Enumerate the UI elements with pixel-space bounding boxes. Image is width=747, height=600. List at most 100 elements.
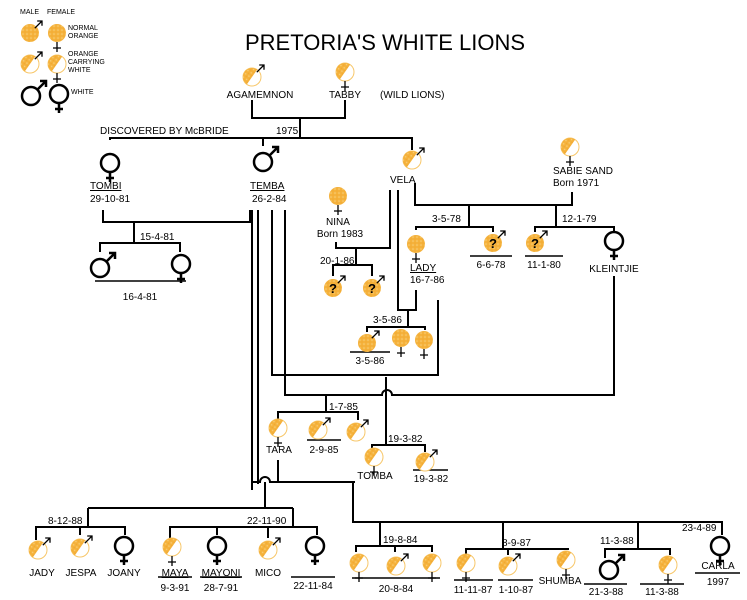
date-tomba-sibling: 19-3-82 [414, 474, 449, 485]
lion-tara-sibling-icon[interactable] [305, 417, 331, 440]
discovered-note: DISCOVERED BY McBRIDE [100, 126, 229, 137]
female-cross-icon [462, 572, 470, 582]
lion-joany-icon[interactable] [113, 535, 135, 565]
male-arrow-icon [42, 537, 51, 546]
lion-cub-icon[interactable] [383, 553, 409, 576]
female-cross-icon [55, 103, 63, 113]
white-coat-circle [206, 535, 228, 557]
lion-cub-icon[interactable] [419, 550, 442, 582]
lion-unknown-icon[interactable]: ? [324, 275, 346, 297]
lion-nina-icon[interactable] [329, 187, 347, 215]
litter-date: 12-1-79 [562, 214, 597, 225]
carrier-orange-half [71, 539, 86, 556]
carrier-orange-half [499, 557, 514, 574]
female-cross-icon [397, 347, 405, 357]
carrier-orange-half [365, 448, 380, 465]
lion-lady-cub-icon[interactable] [358, 330, 380, 352]
female-cross-icon [213, 555, 221, 565]
litter-date: 22-11-90 [247, 516, 287, 527]
litter-date: 8-12-88 [48, 516, 83, 527]
lion-tombi-cub-icon[interactable] [170, 253, 192, 283]
legend-white-label: WHITE [71, 89, 94, 96]
label-tabby: TABBY [329, 90, 361, 101]
lion-tara-icon[interactable] [265, 415, 288, 447]
lion-tombi-icon[interactable] [99, 152, 121, 182]
lion-unknown-icon[interactable]: ? [484, 230, 506, 252]
label-tombi: TOMBI [90, 181, 121, 192]
unknown-question-icon: ? [329, 281, 337, 296]
lion-sabie-sand-icon[interactable] [557, 134, 580, 166]
lion-unknown-icon[interactable]: ? [363, 275, 385, 297]
female-cross-icon [428, 572, 436, 582]
lion-cub-icon[interactable] [346, 550, 369, 582]
lion-tombi-cub-icon[interactable] [89, 251, 117, 279]
lion-cub-icon[interactable] [598, 553, 626, 581]
male-arrow-icon [322, 417, 331, 426]
date-cub: 21-3-88 [589, 587, 624, 598]
lion-shumba-icon[interactable] [553, 547, 576, 579]
female-cross-icon [664, 574, 672, 584]
lion-tabby-icon[interactable] [332, 59, 355, 91]
female-cross-icon [120, 555, 128, 565]
lion-carla-icon[interactable] [709, 535, 731, 565]
label-carla: CARLA [701, 561, 735, 572]
legend-female-normal-icon [48, 24, 66, 52]
normal-coat-circle [329, 187, 347, 205]
male-arrow-icon [400, 553, 409, 562]
birth-date-underlines [95, 255, 740, 585]
lion-vela-icon[interactable] [399, 147, 425, 170]
label-vela: VELA [390, 175, 416, 186]
lion-agamemnon-icon[interactable] [239, 64, 265, 87]
normal-coat-circle [392, 329, 410, 347]
lion-lady-cub-icon[interactable] [415, 331, 433, 359]
label-nina: NINA [326, 217, 350, 228]
lion-cub-icon[interactable] [495, 553, 521, 576]
label-maya: MAYA [162, 568, 189, 579]
lion-cub-icon[interactable] [304, 535, 326, 565]
male-arrow-icon [376, 275, 385, 284]
lion-cub-icon[interactable] [655, 552, 678, 584]
carrier-orange-half [269, 419, 284, 436]
legend-male-white-icon [20, 79, 48, 107]
lion-lady-cub-icon[interactable] [392, 329, 410, 357]
date-lady-cub: 3-5-86 [356, 356, 385, 367]
lion-kleintjie-icon[interactable] [603, 230, 625, 260]
page-title: PRETORIA'S WHITE LIONS [245, 30, 525, 55]
lion-lady-icon[interactable] [407, 235, 425, 263]
white-coat-circle [598, 559, 620, 581]
lion-mico-icon[interactable] [255, 537, 281, 560]
date-unknown: 11-1-80 [527, 260, 561, 271]
legend-male-label: MALE [20, 9, 39, 16]
male-arrow-icon [371, 330, 380, 339]
lion-jespa-icon[interactable] [67, 535, 93, 558]
lion-tomba-sibling-icon[interactable] [412, 449, 438, 472]
female-cross-icon [716, 555, 724, 565]
date-temba: 26-2-84 [252, 194, 287, 205]
normal-coat-circle [526, 234, 544, 252]
lion-tara-sibling-icon[interactable] [343, 419, 369, 442]
date-carla: 1997 [707, 577, 730, 588]
litter-date: 1-7-85 [329, 402, 358, 413]
lion-mayoni-icon[interactable] [206, 535, 228, 565]
white-coat-circle [709, 535, 731, 557]
litter-date: 15-4-81 [140, 232, 175, 243]
carrier-orange-half [48, 55, 63, 72]
carrier-orange-half [387, 557, 402, 574]
label-joany: JOANY [107, 568, 141, 579]
lion-jady-icon[interactable] [25, 537, 51, 560]
female-cross-icon [562, 569, 570, 579]
male-arrow-icon [105, 251, 117, 263]
lion-temba-icon[interactable] [252, 145, 280, 173]
date-sabie-sand: Born 1971 [553, 178, 600, 189]
male-arrow-icon [34, 20, 43, 29]
normal-coat-circle [358, 334, 376, 352]
date-maya: 9-3-91 [161, 583, 190, 594]
lion-cub-icon[interactable] [453, 550, 476, 582]
carrier-orange-half [403, 151, 418, 168]
normal-coat-circle [363, 279, 381, 297]
lion-tomba-icon[interactable] [361, 444, 384, 476]
lion-maya-icon[interactable] [159, 534, 182, 566]
lion-unknown-icon[interactable]: ? [526, 230, 548, 252]
female-cross-icon [168, 556, 176, 566]
